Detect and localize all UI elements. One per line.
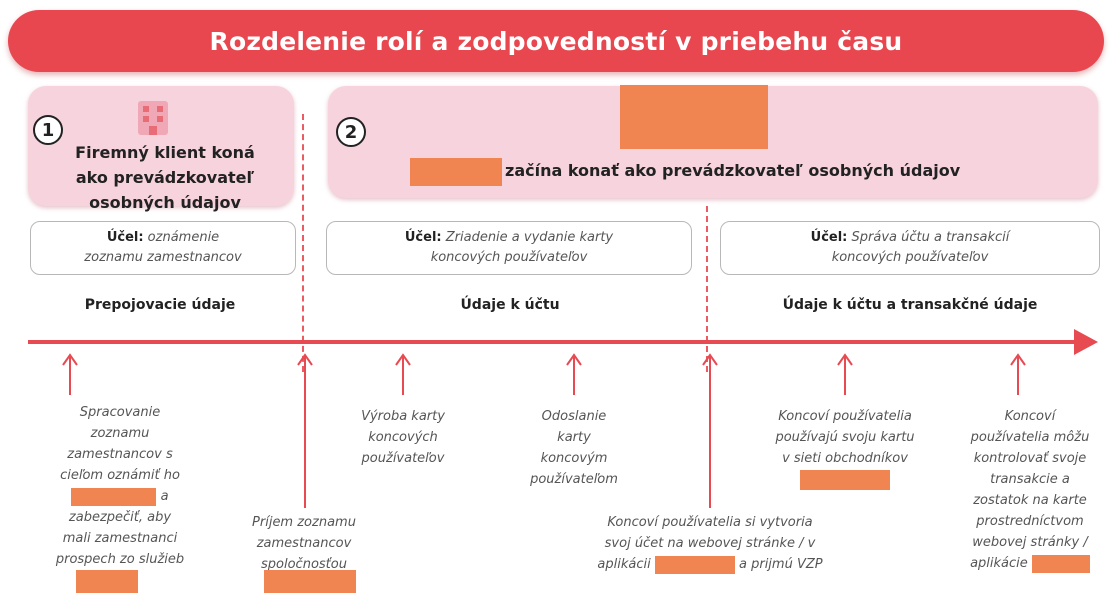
event-line: webovej stránky / [972, 535, 1088, 550]
redacted-logo-block [620, 85, 768, 149]
redacted-name-3 [264, 570, 356, 593]
redacted-name-4 [800, 470, 890, 490]
event-line: a [160, 489, 169, 504]
event-line: a prijmú VZP [739, 557, 823, 572]
redacted-name [71, 487, 157, 506]
event-line: zostatok na karte [973, 493, 1087, 508]
section-label-2: Údaje k účtu [460, 297, 560, 313]
purpose-box-1: Účel: oznámenie zoznamu zamestnancov [30, 221, 296, 275]
purpose-text-line-2: zoznamu zamestnancov [84, 250, 242, 265]
section-label-1: Prepojovacie údaje [84, 297, 236, 313]
section-label-3: Údaje k účtu a transakčné údaje [782, 297, 1038, 313]
event-line: používajú svoju kartu [775, 430, 915, 445]
phase-1-description: Firemný klient koná ako prevádzkovateľ o… [45, 140, 285, 215]
event-6: Koncoví používatelia používajú svoju kar… [750, 406, 940, 469]
diagram-title: Rozdelenie rolí a zodpovedností v priebe… [209, 26, 903, 56]
event-line: v sieti obchodníkov [782, 451, 908, 466]
redacted-name [654, 555, 735, 574]
event-line: zoznamu [90, 426, 150, 441]
phase-divider-2 [706, 206, 708, 372]
purpose-label: Účel: [106, 230, 144, 245]
purpose-text: Správa účtu a transakcií [847, 230, 1010, 245]
purpose-label: Účel: [810, 230, 848, 245]
phase-1-line-2: ako prevádzkovateľ [75, 168, 255, 187]
event-line: používateľov [361, 451, 445, 466]
event-line: karty [557, 430, 591, 445]
event-line: Spracovanie [79, 405, 161, 420]
purpose-text-line-2: koncových používateľov [831, 250, 989, 265]
event-4: Odoslanie karty koncovým používateľom [504, 406, 644, 490]
event-pointers [62, 353, 1026, 508]
purpose-box-2: Účel: Zriadenie a vydanie karty koncovýc… [326, 221, 692, 275]
event-line: aplikácii [597, 557, 651, 572]
event-7: Koncoví používatelia môžu kontrolovať sv… [950, 406, 1110, 574]
event-line: spoločnosťou [261, 557, 347, 572]
building-icon [138, 101, 168, 135]
event-line: Koncoví používatelia si vytvoria [607, 515, 813, 530]
event-line: koncovým [540, 451, 608, 466]
event-line: svoj účet na webovej stránke / v [604, 536, 816, 551]
event-2: Príjem zoznamu zamestnancov spoločnosťou [224, 512, 384, 575]
phase-1-line-1: Firemný klient koná [75, 143, 255, 162]
event-line: zamestnancov [256, 536, 352, 551]
event-line: používatelia môžu [970, 430, 1090, 445]
event-line: zamestnancov s [67, 447, 173, 462]
step-2-badge: 2 [336, 117, 366, 147]
title-banner: Rozdelenie rolí a zodpovedností v priebe… [8, 10, 1104, 72]
event-line: transakcie a [990, 472, 1070, 487]
redacted-company-name [410, 158, 502, 186]
event-5: Koncoví používatelia si vytvoria svoj úč… [550, 512, 870, 575]
event-line: Výroba karty [361, 409, 445, 424]
event-line: Príjem zoznamu [252, 515, 356, 530]
event-line: aplikácie [970, 556, 1028, 571]
redacted-name-2 [76, 570, 138, 593]
redacted-name [1031, 554, 1090, 573]
step-1-badge: 1 [33, 115, 63, 145]
purpose-text-line-2: koncových používateľov [430, 250, 588, 265]
event-line: Koncoví používatelia [778, 409, 912, 424]
event-line-with-redaction: aplikácii a prijmú VZP [550, 554, 870, 575]
event-line: používateľom [530, 472, 618, 487]
event-line-with-redaction: aplikácie [950, 553, 1110, 574]
phase-1-line-3: osobných údajov [89, 193, 241, 212]
event-line: zabezpečiť, aby [68, 510, 172, 525]
event-line: koncových [368, 430, 438, 445]
purpose-text: Zriadenie a vydanie karty [441, 230, 614, 245]
purpose-box-3: Účel: Správa účtu a transakcií koncových… [720, 221, 1100, 275]
timeline-arrowhead [1074, 329, 1098, 355]
event-line: kontrolovať svoje [973, 451, 1087, 466]
purpose-text: oznámenie [143, 230, 220, 245]
event-line: prostredníctvom [976, 514, 1084, 529]
event-line-with-redaction: a [20, 486, 220, 507]
event-line: Koncoví [1004, 409, 1056, 424]
event-line: cieľom oznámiť ho [60, 468, 180, 483]
phase-divider-1 [302, 114, 304, 372]
event-1: Spracovanie zoznamu zamestnancov s cieľo… [20, 402, 220, 570]
event-3: Výroba karty koncových používateľov [338, 406, 468, 469]
event-line: prospech zo služieb [55, 552, 185, 567]
event-line: mali zamestnanci [62, 531, 178, 546]
phase-2-description: začína konať ako prevádzkovateľ osobných… [505, 161, 961, 180]
purpose-label: Účel: [404, 230, 442, 245]
event-line: Odoslanie [541, 409, 607, 424]
